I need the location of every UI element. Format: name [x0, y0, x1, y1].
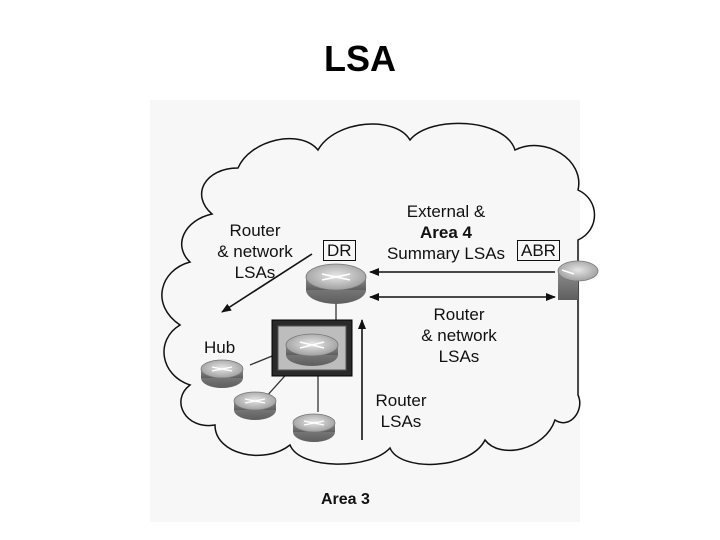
label-external-summary-lsas: External & Area 4 Summary LSAs: [378, 201, 514, 264]
label-line: Router: [433, 305, 485, 324]
switch-hub-icon: [271, 319, 353, 377]
label-router-network-lsas-left: Router & network LSAs: [210, 220, 300, 283]
router-icon-1: [200, 359, 244, 388]
router-icon-2: [233, 391, 277, 420]
abr-router-icon: [557, 260, 599, 300]
label-line: LSAs: [438, 347, 480, 366]
label-line: Summary LSAs: [386, 244, 506, 263]
label-router-lsas: Router LSAs: [370, 390, 432, 432]
slide-title: LSA: [324, 38, 396, 79]
area-label: Area 3: [321, 491, 370, 508]
label-line: Router: [229, 221, 281, 240]
label-line: Router: [375, 391, 427, 410]
router-icon-3: [292, 413, 336, 442]
label-line: LSAs: [380, 412, 422, 431]
abr-label: ABR: [517, 240, 560, 261]
dr-label: DR: [323, 240, 356, 261]
arrow-dr-to-hosts: [221, 253, 313, 313]
label-line: & network: [217, 242, 293, 261]
hub-label: Hub: [204, 338, 236, 357]
area-cloud-outline: [161, 122, 596, 466]
label-line-area4: Area 4: [420, 223, 472, 242]
dr-router-icon: [305, 263, 367, 304]
label-router-network-lsas-right: Router & network LSAs: [414, 304, 504, 367]
label-line: & network: [421, 326, 497, 345]
label-line: External &: [406, 202, 486, 221]
label-line: LSAs: [234, 263, 276, 282]
